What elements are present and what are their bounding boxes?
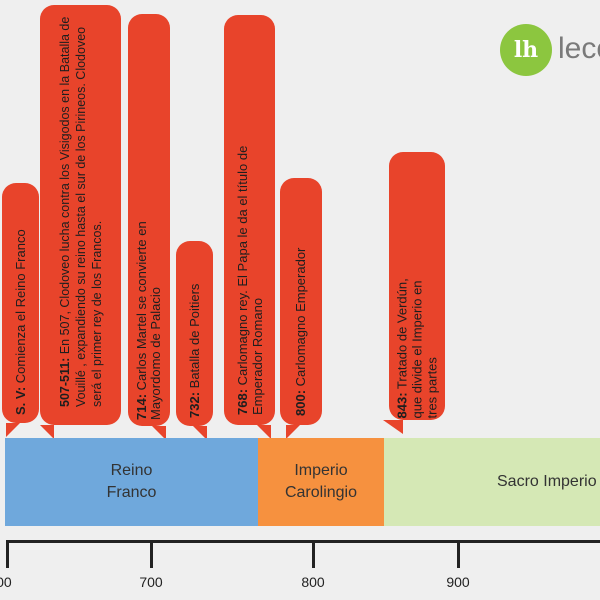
event-text: En 507, Clodoveo lucha contra los Visigo… bbox=[57, 16, 104, 407]
event-bubble-732: 732: Batalla de Poitiers bbox=[176, 241, 213, 440]
event-bubble-800: 800: Carlomagno Emperador bbox=[280, 178, 322, 439]
axis-tick bbox=[6, 540, 9, 568]
event-bubble-s5: S. V: Comienza el Reino Franco bbox=[2, 183, 39, 437]
event-text: Comienza el Reino Franco bbox=[12, 229, 28, 387]
era-reino-franco: Reino Franco bbox=[5, 438, 258, 526]
era-label: Sacro Imperio bbox=[497, 473, 597, 490]
event-year: 714: bbox=[134, 393, 149, 420]
logo-text: leco bbox=[558, 32, 600, 65]
event-year: 800: bbox=[293, 389, 308, 416]
event-bubble-714: 714: Carlos Martel se convierte en Mayor… bbox=[128, 14, 170, 440]
event-text: Carlos Martel se convierte en Mayordomo … bbox=[134, 221, 163, 420]
axis-tick bbox=[150, 540, 153, 568]
axis-tick bbox=[457, 540, 460, 568]
lecturas-logo-icon: lh bbox=[500, 24, 552, 76]
event-year: 507-511: bbox=[57, 357, 72, 407]
event-year: 843: bbox=[394, 392, 410, 419]
timeline-axis bbox=[6, 540, 600, 543]
era-imperio-carolingio: Imperio Carolingio bbox=[258, 438, 384, 526]
axis-tick-label: 900 bbox=[446, 574, 470, 590]
event-year: 768: bbox=[234, 388, 250, 415]
event-text: Batalla de Poitiers bbox=[186, 283, 202, 392]
event-year: 732: bbox=[186, 391, 202, 418]
event-bubble-843: 843: Tratado de Verdún, que divide el Im… bbox=[383, 152, 445, 434]
event-text: Carlomagno rey. El Papa le da el título … bbox=[234, 145, 265, 415]
era-sacro-imperio: Sacro Imperio bbox=[384, 438, 600, 526]
event-bubble-768: 768: Carlomagno rey. El Papa le da el tí… bbox=[224, 15, 275, 439]
axis-tick bbox=[312, 540, 315, 568]
axis-tick-label: 800 bbox=[301, 574, 325, 590]
event-bubble-507: 507-511: En 507, Clodoveo lucha contra l… bbox=[40, 5, 121, 439]
axis-tick-label: 600 bbox=[0, 574, 12, 590]
logo-mark: lh bbox=[513, 37, 539, 63]
axis-tick-label: 700 bbox=[139, 574, 163, 590]
era-label: Reino Franco bbox=[106, 462, 157, 501]
event-year: S. V: bbox=[12, 386, 28, 415]
era-label: Imperio Carolingio bbox=[284, 462, 358, 501]
event-text: Carlomagno Emperador bbox=[293, 247, 308, 390]
